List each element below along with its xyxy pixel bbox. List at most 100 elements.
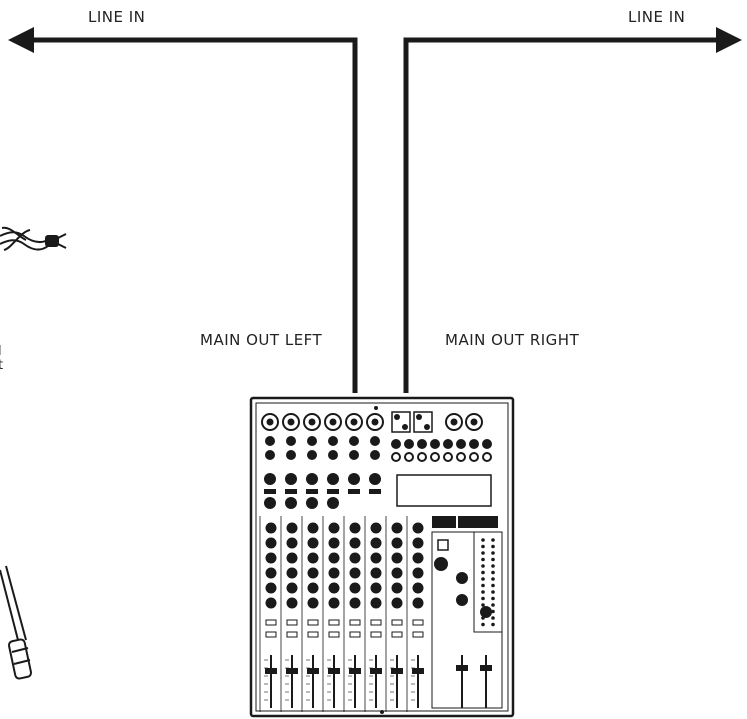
- solo-button-icon: [391, 631, 403, 638]
- meter-led-icon: [481, 583, 485, 588]
- knob-icon: [327, 497, 339, 509]
- meter-led-icon: [481, 590, 485, 594]
- output-jack-icon: [417, 439, 427, 449]
- mixer-display: [396, 474, 492, 507]
- switch-icon: [327, 489, 339, 494]
- jack-input-icon: [370, 436, 380, 446]
- channel-knob-icon: [328, 597, 340, 609]
- meter-led-icon: [481, 603, 485, 607]
- channel-knob-icon: [265, 537, 277, 549]
- channel-knob-icon: [370, 582, 382, 594]
- master-fader-cap-icon: [480, 665, 492, 671]
- knob-icon: [285, 497, 297, 509]
- meter-led-icon: [491, 622, 495, 627]
- left-signal-path: [8, 27, 358, 393]
- gain-knob-icon: [369, 473, 381, 485]
- main-out-left-label: MAIN OUT LEFT: [200, 331, 323, 349]
- meter-led-icon: [481, 557, 485, 562]
- channel-knob-icon: [391, 597, 403, 609]
- left-arrow-icon: [8, 27, 34, 53]
- channel-knob-icon: [307, 537, 319, 549]
- switch-icon: [306, 489, 318, 494]
- meter-led-icon: [481, 622, 485, 627]
- jack-input-icon: [265, 436, 275, 446]
- right-signal-path: [403, 27, 742, 393]
- channel-knob-icon: [265, 522, 277, 534]
- channel-knob-icon: [412, 582, 424, 594]
- knob-icon: [264, 497, 276, 509]
- fader-cap-icon: [328, 668, 340, 674]
- edge-text-fragment-2: t: [0, 358, 4, 373]
- power-button-icon: [437, 539, 449, 551]
- fader-cap-icon: [391, 668, 403, 674]
- channel-knob-icon: [370, 552, 382, 564]
- meter-led-icon: [491, 564, 495, 568]
- fader-cap-icon: [412, 668, 424, 674]
- meter-led-icon: [481, 570, 485, 575]
- switch-icon: [264, 489, 276, 494]
- jack-input-icon: [349, 436, 359, 446]
- output-jack-icon: [430, 439, 440, 449]
- master-knob-icon: [456, 572, 468, 584]
- meter-led-icon: [491, 538, 495, 542]
- channel-knob-icon: [370, 537, 382, 549]
- gain-knob-icon: [285, 473, 297, 485]
- meter-led-icon: [481, 544, 485, 549]
- mute-button-icon: [412, 619, 424, 626]
- channel-knob-icon: [328, 522, 340, 534]
- master-knob-icon: [434, 557, 448, 571]
- meter-led-icon: [481, 538, 485, 542]
- channel-knob-icon: [370, 567, 382, 579]
- channel-knob-icon: [286, 582, 298, 594]
- output-jack-icon: [456, 439, 466, 449]
- gain-knob-icon: [348, 473, 360, 485]
- mute-button-icon: [307, 619, 319, 626]
- mute-button-icon: [349, 619, 361, 626]
- channel-knob-icon: [286, 537, 298, 549]
- channel-knob-icon: [328, 567, 340, 579]
- channel-knob-icon: [391, 552, 403, 564]
- mute-button-icon: [286, 619, 298, 626]
- fader-cap-icon: [370, 668, 382, 674]
- channel-knob-icon: [286, 522, 298, 534]
- meter-led-icon: [491, 603, 495, 607]
- channel-knob-icon: [286, 567, 298, 579]
- edge-text-fragment-1: l: [0, 344, 2, 359]
- channel-knob-icon: [307, 567, 319, 579]
- channel-knob-icon: [412, 522, 424, 534]
- meter-led-icon: [481, 551, 485, 555]
- right-arrow-icon: [716, 27, 742, 53]
- output-jack-icon: [469, 439, 479, 449]
- meter-led-icon: [491, 551, 495, 555]
- channel-knob-icon: [370, 597, 382, 609]
- output-jack-icon: [404, 439, 414, 449]
- line-in-right-label: LINE IN: [628, 8, 686, 26]
- switch-icon: [348, 489, 360, 494]
- output-jack-icon: [391, 439, 401, 449]
- channel-knob-icon: [265, 567, 277, 579]
- power-plug-icon: [0, 226, 67, 251]
- fader-cap-icon: [349, 668, 361, 674]
- channel-knob-icon: [349, 567, 361, 579]
- mixer-console: [249, 396, 515, 718]
- meter-led-icon: [491, 557, 495, 562]
- channel-knob-icon: [328, 552, 340, 564]
- line-in-left-label: LINE IN: [88, 8, 146, 26]
- mute-button-icon: [265, 619, 277, 626]
- channel-knob-icon: [391, 582, 403, 594]
- channel-knob-icon: [412, 552, 424, 564]
- channel-knob-icon: [265, 597, 277, 609]
- channel-knob-icon: [412, 597, 424, 609]
- jack-input-icon: [286, 436, 296, 446]
- solo-button-icon: [265, 631, 277, 638]
- jack-input-icon: [328, 436, 338, 446]
- channel-knob-icon: [307, 582, 319, 594]
- meter-led-icon: [491, 609, 495, 614]
- meter-led-icon: [491, 596, 495, 601]
- gain-knob-icon: [306, 473, 318, 485]
- meter-led-icon: [491, 544, 495, 549]
- master-knob-icon: [456, 594, 468, 606]
- fader-cap-icon: [286, 668, 298, 674]
- mute-button-icon: [370, 619, 382, 626]
